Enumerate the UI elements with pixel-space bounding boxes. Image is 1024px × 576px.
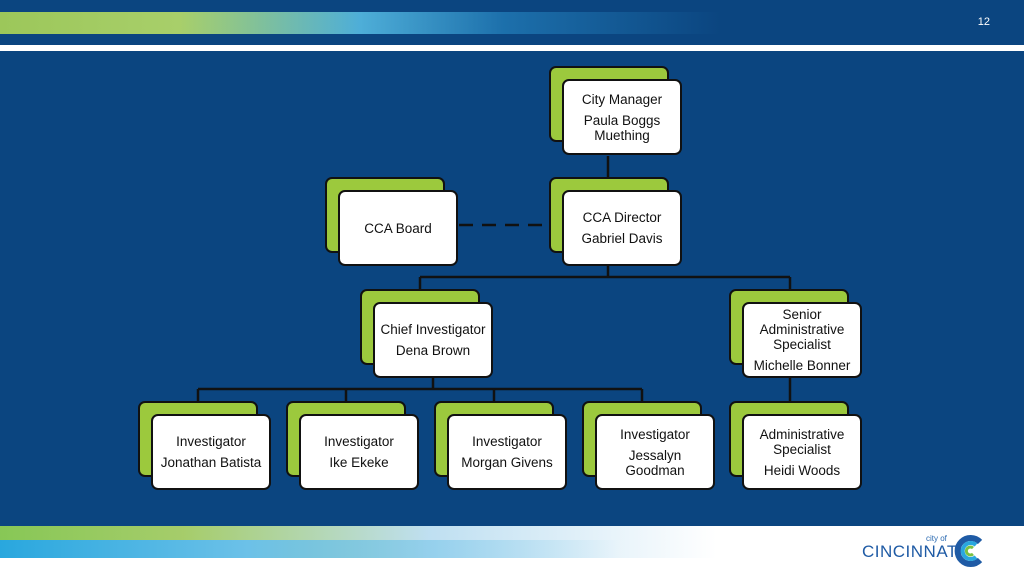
node-box: Investigator Jonathan Batista xyxy=(151,414,271,490)
node-box: CCA Board xyxy=(338,190,458,266)
node-title: City Manager xyxy=(581,91,663,107)
node-investigator-2: Investigator Ike Ekeke xyxy=(286,401,419,490)
node-senior-admin-specialist: Senior Administrative Specialist Michell… xyxy=(729,289,862,378)
node-name: Dena Brown xyxy=(395,343,471,358)
logo-wordmark: CINCINNATI xyxy=(862,542,964,561)
page-number: 12 xyxy=(977,16,990,28)
node-title: Investigator xyxy=(324,434,394,449)
node-cca-board: CCA Board xyxy=(325,177,458,266)
node-title: Administrative Specialist xyxy=(759,426,845,457)
node-title: Chief Investigator xyxy=(380,322,486,337)
node-title: Investigator xyxy=(472,434,542,449)
node-title: Investigator xyxy=(620,426,690,442)
logo-c-mark-icon xyxy=(954,535,983,567)
node-box: City Manager Paula Boggs Muething xyxy=(562,79,682,155)
node-box: CCA Director Gabriel Davis xyxy=(562,190,682,266)
node-box: Investigator Ike Ekeke xyxy=(299,414,419,490)
header-gradient-stripe xyxy=(0,12,720,34)
node-box: Investigator Jessalyn Goodman xyxy=(595,414,715,490)
node-box: Chief Investigator Dena Brown xyxy=(373,302,493,378)
node-box: Investigator Morgan Givens xyxy=(447,414,567,490)
header-divider xyxy=(0,45,1024,51)
node-name: Ike Ekeke xyxy=(329,455,389,470)
node-cca-director: CCA Director Gabriel Davis xyxy=(549,177,682,266)
node-box: Senior Administrative Specialist Michell… xyxy=(742,302,862,378)
node-box: Administrative Specialist Heidi Woods xyxy=(742,414,862,490)
node-name: Michelle Bonner xyxy=(753,358,851,373)
node-name: Jessalyn Goodman xyxy=(625,447,685,478)
logo-small-text: city of xyxy=(926,534,947,543)
node-title: CCA Board xyxy=(364,220,432,236)
node-name: Morgan Givens xyxy=(461,455,553,470)
city-logo: city of CINCINNATI xyxy=(862,532,992,572)
node-name: Paula Boggs Muething xyxy=(583,112,661,143)
node-chief-investigator: Chief Investigator Dena Brown xyxy=(360,289,493,378)
node-city-manager: City Manager Paula Boggs Muething xyxy=(549,66,682,155)
node-title: Investigator xyxy=(176,434,246,449)
node-title: Senior Administrative Specialist xyxy=(759,307,845,352)
footer-blue-stripe xyxy=(0,540,620,558)
node-title: CCA Director xyxy=(582,210,662,225)
node-name: Gabriel Davis xyxy=(581,231,663,246)
node-investigator-1: Investigator Jonathan Batista xyxy=(138,401,271,490)
node-name: Heidi Woods xyxy=(763,462,841,478)
node-investigator-3: Investigator Morgan Givens xyxy=(434,401,567,490)
node-investigator-4: Investigator Jessalyn Goodman xyxy=(582,401,715,490)
node-name: Jonathan Batista xyxy=(160,455,262,470)
node-admin-specialist: Administrative Specialist Heidi Woods xyxy=(729,401,862,490)
